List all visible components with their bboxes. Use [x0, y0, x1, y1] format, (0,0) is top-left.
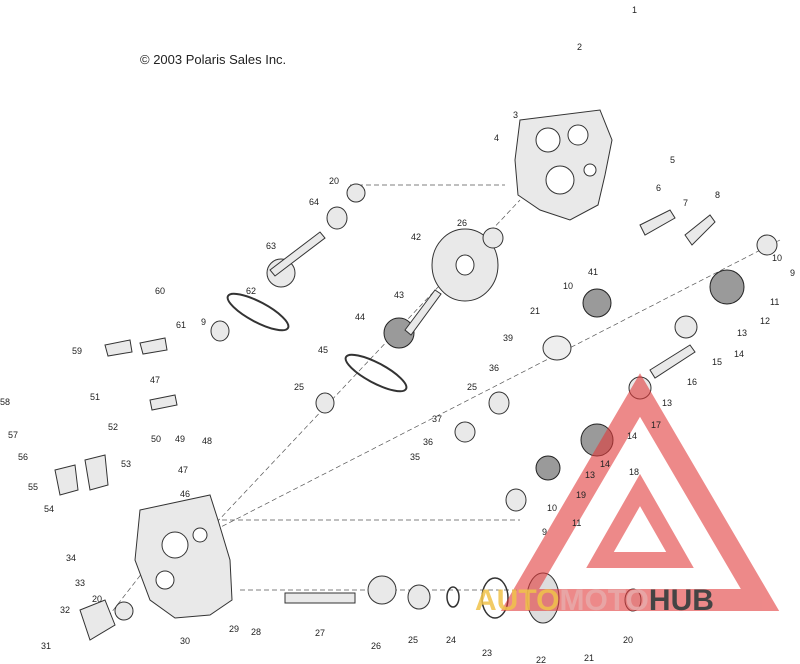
callout-51: 51 [90, 392, 100, 402]
callout-9: 9 [790, 268, 795, 278]
callout-23: 23 [482, 648, 492, 658]
callout-5: 5 [670, 155, 675, 165]
callout-21: 21 [584, 653, 594, 663]
callout-62: 62 [246, 286, 256, 296]
shift-forks [54, 209, 716, 641]
callout-32: 32 [60, 605, 70, 615]
callout-13: 13 [737, 328, 747, 338]
callout-27: 27 [315, 628, 325, 638]
callout-33: 33 [75, 578, 85, 588]
callout-26: 26 [457, 218, 467, 228]
callout-37: 37 [432, 414, 442, 424]
callout-57: 57 [8, 430, 18, 440]
callout-42: 42 [411, 232, 421, 242]
callout-26: 26 [371, 641, 381, 651]
callout-25: 25 [294, 382, 304, 392]
watermark-part-1: AUTO [475, 584, 560, 617]
callout-45: 45 [318, 345, 328, 355]
callout-14: 14 [734, 349, 744, 359]
callout-24: 24 [446, 635, 456, 645]
gear-42 [431, 228, 499, 302]
watermark-wordmark: AUTOMOTOHUB [475, 584, 714, 618]
lower-case-half [134, 494, 233, 619]
callout-4: 4 [494, 133, 499, 143]
callout-17: 17 [651, 420, 661, 430]
callout-28: 28 [251, 627, 261, 637]
callout-13: 13 [662, 398, 672, 408]
callout-49: 49 [175, 434, 185, 444]
callout-31: 31 [41, 641, 51, 651]
watermark-logo [500, 373, 780, 611]
callout-19: 19 [576, 490, 586, 500]
callout-10: 10 [772, 253, 782, 263]
callout-2: 2 [577, 42, 582, 52]
callout-35: 35 [410, 452, 420, 462]
callout-46: 46 [180, 489, 190, 499]
callout-20: 20 [92, 594, 102, 604]
callout-9: 9 [542, 527, 547, 537]
watermark-part-3: HUB [648, 584, 714, 617]
upper-case-half [514, 109, 613, 221]
watermark-part-2: MOTO [559, 584, 649, 617]
callout-13: 13 [585, 470, 595, 480]
gears [266, 258, 745, 605]
callout-12: 12 [760, 316, 770, 326]
callout-48: 48 [202, 436, 212, 446]
callout-34: 34 [66, 553, 76, 563]
callout-11: 11 [770, 297, 779, 307]
shafts [269, 231, 696, 604]
callout-47: 47 [178, 465, 188, 475]
callout-22: 22 [536, 655, 546, 664]
callout-6: 6 [656, 183, 661, 193]
callout-54: 54 [44, 504, 54, 514]
callout-10: 10 [563, 281, 573, 291]
callout-18: 18 [629, 467, 639, 477]
callout-7: 7 [683, 198, 688, 208]
callout-8: 8 [715, 190, 720, 200]
callout-labels: 1234567891011121314151613171418141319101… [0, 5, 795, 664]
callout-21: 21 [530, 306, 540, 316]
callout-30: 30 [180, 636, 190, 646]
callout-15: 15 [712, 357, 722, 367]
copyright-notice: © 2003 Polaris Sales Inc. [140, 52, 287, 67]
callout-39: 39 [503, 333, 513, 343]
callout-52: 52 [108, 422, 118, 432]
callout-29: 29 [229, 624, 239, 634]
callout-9: 9 [201, 317, 206, 327]
callout-53: 53 [121, 459, 131, 469]
callout-20: 20 [623, 635, 633, 645]
callout-44: 44 [355, 312, 365, 322]
callout-36: 36 [423, 437, 433, 447]
callout-41: 41 [588, 267, 598, 277]
callout-61: 61 [176, 320, 186, 330]
callout-14: 14 [600, 459, 610, 469]
callout-56: 56 [18, 452, 28, 462]
callout-50: 50 [151, 434, 161, 444]
callout-59: 59 [72, 346, 82, 356]
callout-16: 16 [687, 377, 697, 387]
callout-14: 14 [627, 431, 637, 441]
callout-11: 11 [572, 518, 581, 528]
callout-36: 36 [489, 363, 499, 373]
chains [226, 292, 408, 393]
callout-64: 64 [309, 197, 319, 207]
callout-60: 60 [155, 286, 165, 296]
callout-47: 47 [150, 375, 160, 385]
callout-58: 58 [0, 397, 10, 407]
callout-3: 3 [513, 110, 518, 120]
callout-43: 43 [394, 290, 404, 300]
callout-63: 63 [266, 241, 276, 251]
callout-25: 25 [408, 635, 418, 645]
callout-10: 10 [547, 503, 557, 513]
callout-25: 25 [467, 382, 477, 392]
callout-1: 1 [632, 5, 637, 15]
callout-20: 20 [329, 176, 339, 186]
callout-55: 55 [28, 482, 38, 492]
bearings [114, 183, 778, 621]
